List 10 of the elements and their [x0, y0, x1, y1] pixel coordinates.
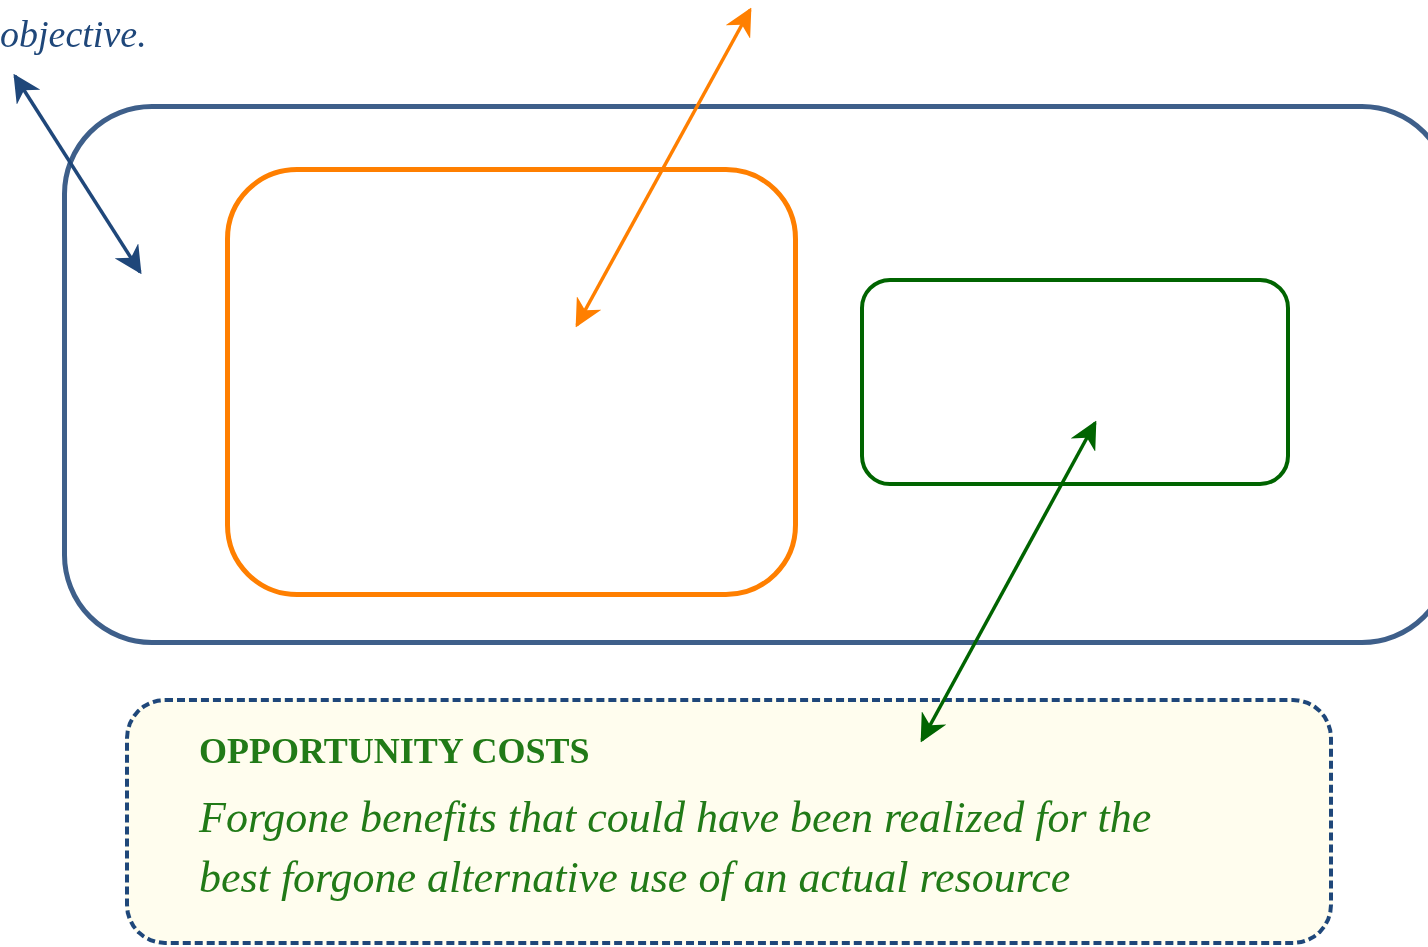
double-arrow	[920, 420, 1097, 743]
double-arrow	[575, 7, 752, 328]
heading: OPPORTUNITY COSTS	[199, 730, 590, 772]
note-box	[125, 698, 1333, 945]
double-arrow	[13, 73, 142, 275]
rounded-box	[62, 104, 1428, 645]
rounded-box	[225, 167, 798, 597]
annotation-text: objective.	[0, 12, 147, 56]
description-text: Forgone benefits that could have been realized for the best forgone alternative use of an actual resource	[199, 792, 1153, 904]
rounded-box	[860, 278, 1290, 486]
